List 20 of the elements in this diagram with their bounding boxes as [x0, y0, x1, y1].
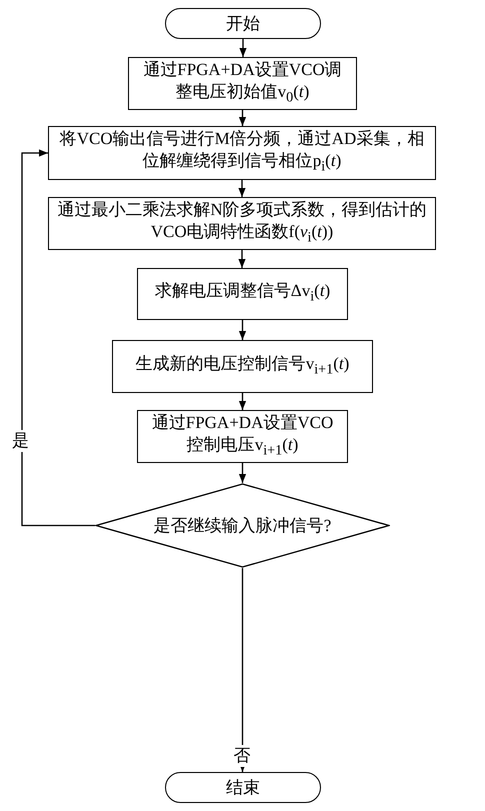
- end-terminal: 结束: [165, 772, 321, 803]
- process-box: 求解电压调整信号Δv$_{i}$(t): [137, 268, 348, 320]
- arrow: [238, 320, 246, 340]
- edge-label: 是: [11, 430, 30, 452]
- process-box: 将VCO输出信号进行M倍分频，通过AD采集，相位解缠绕得到信号相位p$_{i}$(t): [48, 126, 436, 180]
- process-box: 通过FPGA+DA设置VCO控制电压v$_{i+1}$(t): [137, 410, 348, 463]
- arrow: [239, 39, 247, 57]
- arrow: [238, 463, 246, 483]
- process-box: 生成新的电压控制信号v$_{i+1}$(t): [112, 340, 373, 393]
- arrow: [238, 110, 246, 126]
- arrow: [21, 149, 95, 526]
- arrow: [238, 250, 246, 268]
- arrow: [238, 568, 246, 772]
- edge-label: 否: [232, 745, 252, 767]
- decision-diamond: 是否继续输入脉冲信号?: [95, 483, 390, 568]
- process-box: 通过最小二乘法求解N阶多项式系数，得到估计的VCO电调特性函数f(v$_{i}$(t)): [48, 197, 436, 250]
- arrow: [238, 180, 246, 197]
- start-terminal: 开始: [165, 8, 321, 39]
- process-box: 通过FPGA+DA设置VCO调整电压初始值v$_{0}$(t): [128, 57, 357, 110]
- arrow: [238, 393, 246, 410]
